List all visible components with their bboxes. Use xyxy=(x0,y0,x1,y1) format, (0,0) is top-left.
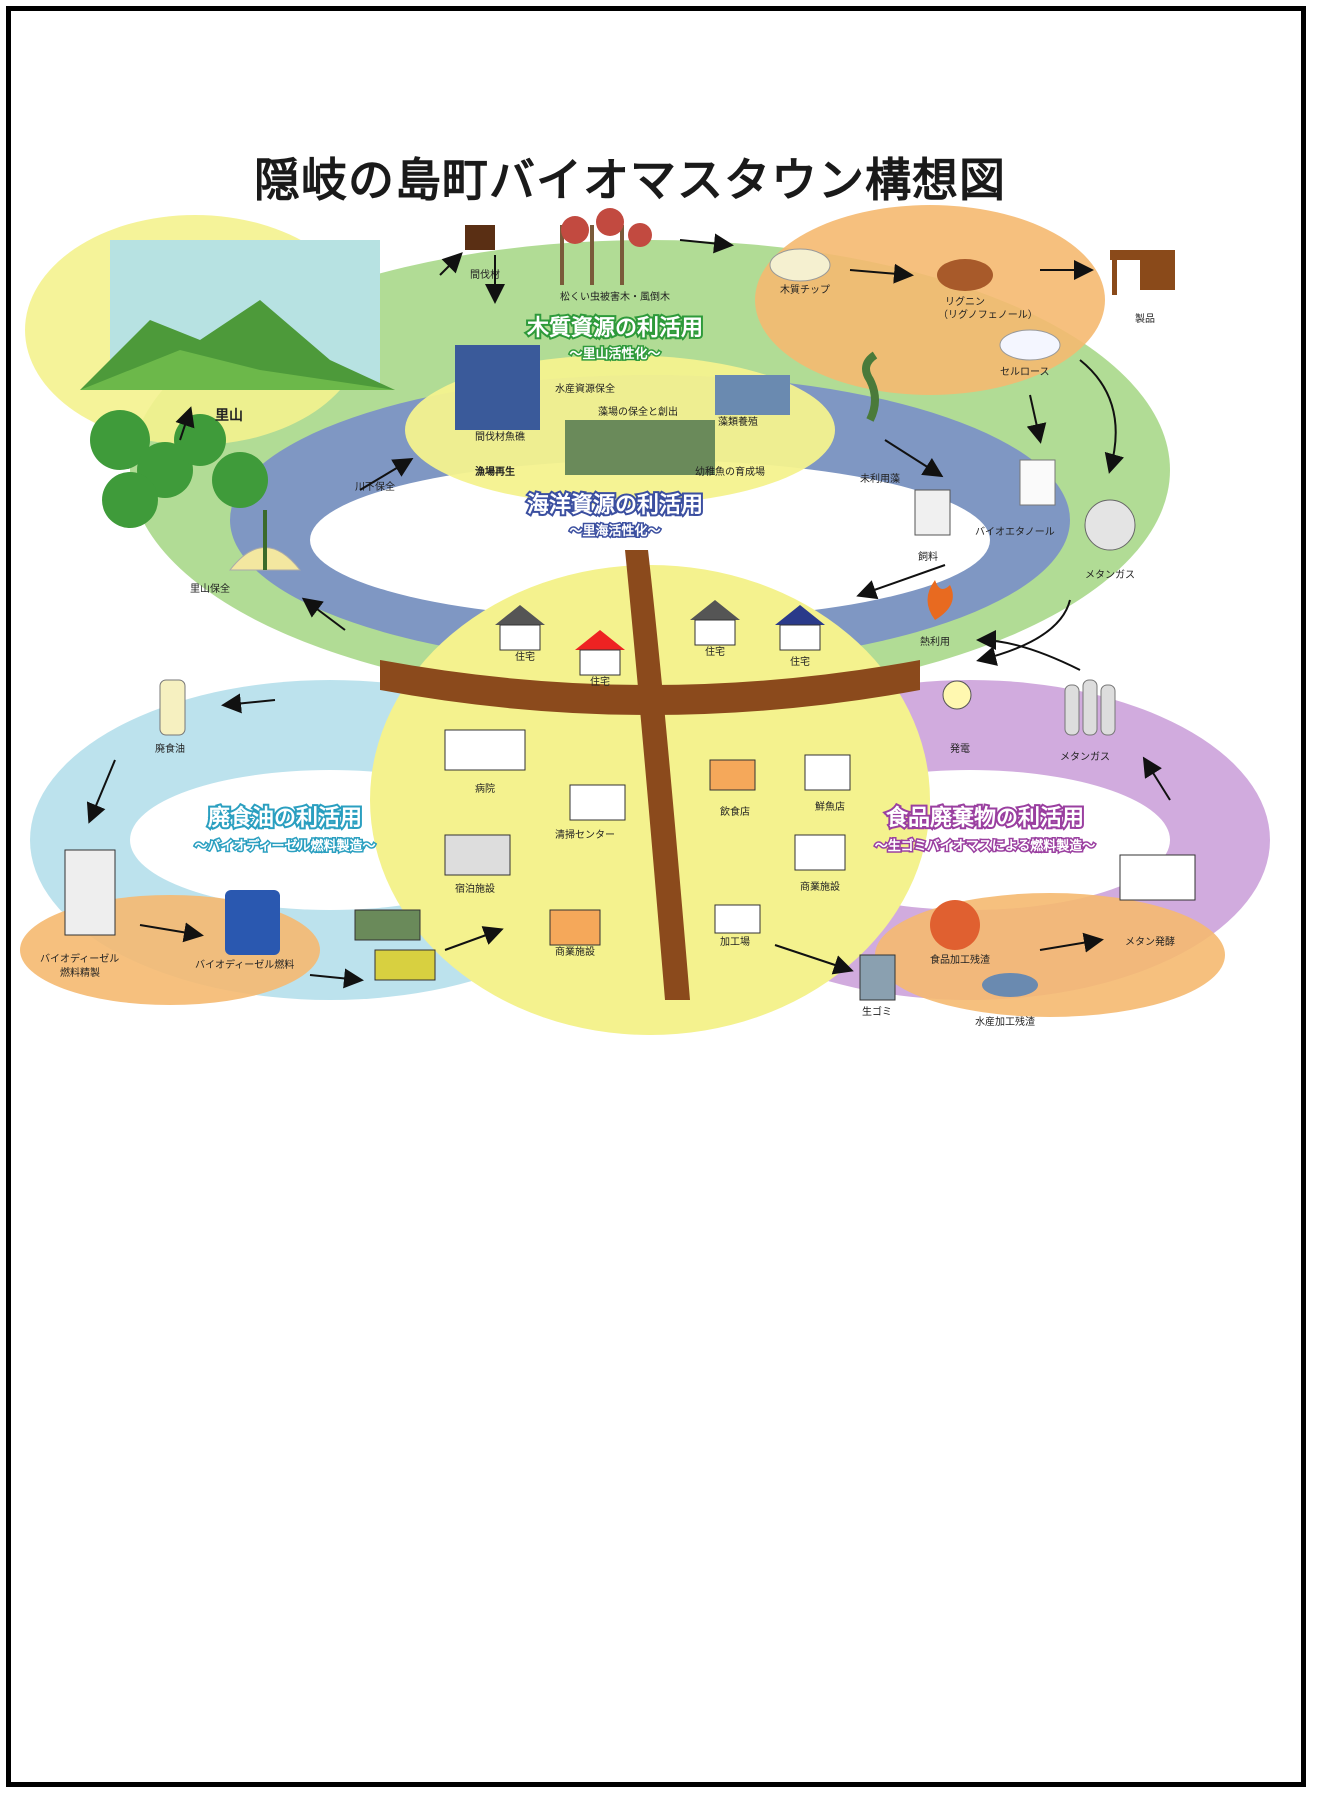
subtitle-ocean: 〜里海活性化〜 xyxy=(569,523,660,539)
label-seaweed-bed: 藻場の保全と創出 xyxy=(598,405,678,418)
processing-plant-icon xyxy=(714,904,761,934)
label-house-4: 住宅 xyxy=(790,655,810,668)
label-hospital: 病院 xyxy=(475,782,495,795)
seaweed-icon xyxy=(862,351,879,422)
garbage-truck-icon xyxy=(374,949,436,981)
subtitle-oil: 〜バイオディーゼル燃料製造〜 xyxy=(194,838,375,854)
commercial-icon xyxy=(794,834,846,871)
label-wood-chip: 木質チップ xyxy=(780,283,830,296)
cleaning-center-icon xyxy=(569,784,626,821)
label-lignin: リグニン xyxy=(945,295,985,308)
label-fish-reef: 水産資源保全 xyxy=(555,382,615,395)
flow-arrows xyxy=(86,233,1171,989)
label-kitchen-waste: 生ゴミ xyxy=(862,1005,892,1018)
aquaculture-icon xyxy=(715,375,790,415)
label-satoyama: 里山 xyxy=(215,408,243,424)
label-commercial: 商業施設 xyxy=(800,880,840,893)
label-thinned-wood: 間伐材 xyxy=(470,268,500,281)
methane-area xyxy=(875,893,1225,1017)
damaged-trees-icon xyxy=(560,208,652,285)
desk-product-icon xyxy=(1110,250,1175,295)
label-aquaculture: 藻類養殖 xyxy=(718,415,758,428)
label-juvenile-fish: 幼稚魚の育成場 xyxy=(695,465,765,478)
wood-chip-icon xyxy=(769,248,831,282)
wood-processing-area xyxy=(755,205,1105,395)
label-house-1: 住宅 xyxy=(515,650,535,663)
fire-icon xyxy=(927,580,953,620)
truck-icon xyxy=(354,909,421,941)
label-lignophenol: （リグノフェノール） xyxy=(938,308,1038,321)
heading-food: 食品廃棄物の利活用 xyxy=(886,805,1084,831)
label-product: 製品 xyxy=(1135,312,1155,325)
label-waste-oil: 廃食油 xyxy=(155,742,185,755)
food-residue-icon xyxy=(930,900,980,950)
label-unused-seaweed: 未利用藻 xyxy=(860,472,900,485)
label-bdf-fuel: バイオディーゼル燃料 xyxy=(195,958,294,971)
heading-oil: 廃食油の利活用 xyxy=(208,805,362,831)
label-thinned-reef: 間伐材魚礁 xyxy=(475,430,525,443)
hospital-icon xyxy=(444,729,526,771)
label-commercial-2: 商業施設 xyxy=(555,945,595,958)
label-heat-use: 熱利用 xyxy=(920,635,950,648)
label-satoyama-conservation: 里山保全 xyxy=(190,582,230,595)
label-processing-plant: 加工場 xyxy=(720,935,750,948)
subtitle-food: 〜生ゴミバイオマスによる燃料製造〜 xyxy=(875,838,1096,854)
bdf-tank-icon xyxy=(225,890,280,955)
heading-ocean: 海洋資源の利活用 xyxy=(527,492,703,518)
label-cleaning-center: 清掃センター xyxy=(555,828,615,841)
label-bdf-plant-1: バイオディーゼル xyxy=(40,952,119,965)
gas-cylinder-icon xyxy=(1064,679,1116,736)
label-methane-gas-top: メタンガス xyxy=(1085,569,1135,581)
methane-tank-icon xyxy=(1084,499,1136,551)
house-icon xyxy=(495,600,825,676)
label-fish-shop: 鮮魚店 xyxy=(815,800,845,813)
label-pine-damage: 松くい虫被害木・風倒木 xyxy=(560,290,670,303)
commercial-icon-2 xyxy=(549,909,601,946)
road-vertical xyxy=(625,550,690,1000)
label-methane-gas-bottom: メタンガス xyxy=(1060,751,1110,763)
fish-residue-icon xyxy=(982,973,1038,997)
label-cellulose: セルロース xyxy=(1000,366,1050,378)
mountain-illustration xyxy=(80,240,395,390)
label-restaurant: 飲食店 xyxy=(720,805,750,818)
heading-wood: 木質資源の利活用 xyxy=(526,315,703,341)
subtitle-wood: 〜里山活性化〜 xyxy=(569,346,660,362)
label-river-water: 川下保全 xyxy=(355,480,395,493)
fish-reef-icon xyxy=(455,345,540,430)
label-methane-fermentation: メタン発酵 xyxy=(1125,935,1175,948)
bioethanol-icon xyxy=(1019,459,1056,506)
diagram-title: 隠岐の島町バイオマスタウン構想図 xyxy=(254,153,1006,207)
fish-shop-icon xyxy=(804,754,851,791)
cellulose-icon xyxy=(999,329,1061,361)
label-bioethanol: バイオエタノール xyxy=(975,526,1055,538)
seaweed-bed-icon xyxy=(565,420,715,475)
label-house-2: 住宅 xyxy=(590,675,610,688)
feed-bag-icon xyxy=(914,489,951,536)
label-inn: 宿泊施設 xyxy=(455,882,495,895)
thinned-wood-icon xyxy=(465,225,495,250)
trash-can-icon xyxy=(859,954,896,1001)
label-bdf-plant-2: 燃料精製 xyxy=(60,966,100,979)
bdf-plant-icon xyxy=(64,849,116,936)
restaurant-icon xyxy=(709,759,756,791)
label-food-residue: 食品加工残渣 xyxy=(930,953,990,966)
oil-bottle-icon xyxy=(159,679,186,736)
forest-icon xyxy=(90,410,268,528)
methane-plant-icon xyxy=(1119,854,1196,901)
light-bulb-icon xyxy=(942,680,972,710)
label-fishing-ground: 漁場再生 xyxy=(475,465,515,478)
label-feed: 飼料 xyxy=(918,550,938,563)
label-house-3: 住宅 xyxy=(705,645,725,658)
inner-white xyxy=(310,460,990,620)
lignin-icon xyxy=(937,259,993,291)
inn-icon xyxy=(444,834,511,876)
sapling-icon xyxy=(228,510,302,571)
label-fish-residue: 水産加工残渣 xyxy=(975,1015,1035,1028)
label-power: 発電 xyxy=(950,742,970,755)
